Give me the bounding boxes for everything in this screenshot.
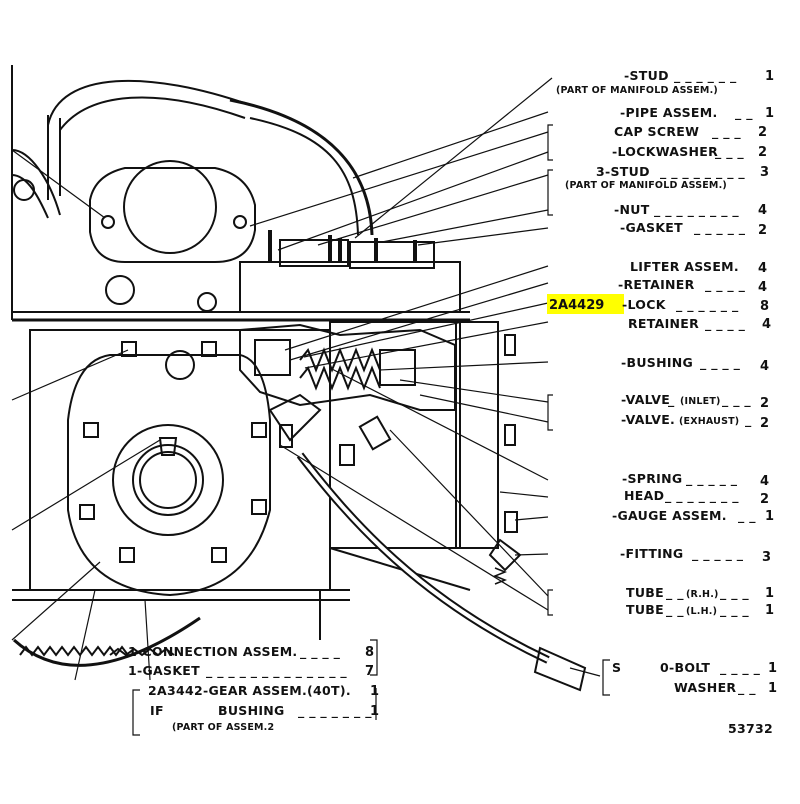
label-tube-rh: TUBE [626,585,664,600]
label-gear-assem: 2A3442-GEAR ASSEM.(40T). [148,683,351,698]
qty-pipe-assem: 1 [765,106,774,121]
label-valve-exhaust: -VALVE. [621,412,675,427]
leader-dashes: _ _ [735,105,753,121]
label-cap-screw: CAP SCREW [614,124,699,139]
note-bushing-lower: (PART OF ASSEM.2 [172,722,274,733]
leader-dashes: _ _ _ _ _ _ _ _ [660,164,745,180]
qty-bushing-lower: 1 [370,704,379,719]
leader-dashes: _ _ _ _ _ _ [676,297,739,313]
label-nut: -NUT [614,202,650,217]
qty-retainer-1: 4 [758,280,767,295]
label-lock-part-number: 2A4429 [549,298,604,313]
qty-head: 2 [760,492,769,507]
figure-number: 53732 [728,721,773,736]
leader-dashes: _ _ _ _ _ [694,220,746,236]
qty-fitting: 3 [762,550,771,565]
leader-dashes: _ [745,412,752,428]
label-valve-inlet: -VALVE [621,392,670,407]
qty-bolt: 1 [768,661,777,676]
leader-dashes: _ [668,392,675,408]
leader-dashes: _ _ _ _ [705,277,746,293]
qty-stud3: 3 [760,165,769,180]
qty-cap-screw: 2 [758,125,767,140]
qty-connection-assem: 8 [365,645,374,660]
qty-lockwasher: 2 [758,145,767,160]
label-lifter-assem: LIFTER ASSEM. [630,259,739,274]
label-bolt-prefix: S [612,660,621,675]
qty-lock: 8 [760,299,769,314]
label-bolt: 0-BOLT [660,660,710,675]
label-washer: WASHER [674,680,736,695]
leader-dashes: _ _ _ _ _ _ [674,68,737,84]
leader-dashes: _ _ _ _ [300,644,341,660]
qty-nut: 4 [758,203,767,218]
leader-dashes: _ _ _ _ _ [692,546,744,562]
qty-bushing: 4 [760,359,769,374]
qty-gear-assem: 1 [370,684,379,699]
label-head: HEAD [624,488,664,503]
part-number-highlight [547,294,624,314]
leader-dashes: _ _ _ _ _ _ _ [665,488,739,504]
label-bushing: -BUSHING [621,355,693,370]
leader-dashes: _ _ _ [722,392,751,408]
qty-gasket: 2 [758,223,767,238]
note-valve-inlet: (INLET) [680,396,721,407]
note-tube-lh: (L.H.) [686,606,717,617]
leader-dashes: _ _ _ [720,585,749,601]
leader-dashes: _ _ _ _ [700,355,741,371]
label-retainer-1: -RETAINER [618,277,695,292]
leader-dashes: _ _ [738,508,756,524]
qty-tube-rh: 1 [765,586,774,601]
label-spring: -SPRING [622,471,682,486]
leader-dashes: _ _ _ _ [705,316,746,332]
qty-valve-exhaust: 2 [760,416,769,431]
label-lockwasher: -LOCKWASHER [612,144,718,159]
label-bushing-lower-prefix: IF [150,703,164,718]
qty-gauge-assem: 1 [765,509,774,524]
label-fitting: -FITTING [620,546,684,561]
note-tube-rh: (R.H.) [686,589,719,600]
qty-stud: 1 [765,69,774,84]
leader-dashes: _ _ _ _ _ _ _ _ _ _ _ _ _ [206,663,347,679]
label-gasket: -GASKET [620,220,683,235]
leader-dashes: _ _ [666,585,684,601]
leader-dashes: _ _ _ _ _ _ _ _ [654,202,739,218]
label-tube-lh: TUBE [626,602,664,617]
label-gauge-assem: -GAUGE ASSEM. [612,508,727,523]
leader-lines [11,77,610,736]
qty-spring: 4 [760,474,769,489]
callout-labels: -STUD _ _ _ _ _ _ 1 (PART OF MANIFOLD AS… [128,68,777,736]
label-gasket-lower: 1-GASKET [128,663,200,678]
leader-dashes: _ _ [738,680,756,696]
leader-dashes: _ _ _ _ _ [686,471,738,487]
label-connection-assem: 1-CONNECTION ASSEM. [128,644,297,659]
qty-gasket-lower: 7 [365,664,374,679]
qty-valve-inlet: 2 [760,396,769,411]
label-lock: -LOCK [622,297,667,312]
leader-dashes: _ _ _ [712,124,741,140]
label-retainer-2: RETAINER [628,316,699,331]
label-stud3: 3-STUD [596,164,650,179]
leader-dashes: _ _ _ [715,144,744,160]
label-pipe-assem: -PIPE ASSEM. [620,105,718,120]
leader-dashes: _ _ _ [720,602,749,618]
leader-dashes: _ _ _ _ _ _ _ [298,703,372,719]
label-stud: -STUD [624,68,669,83]
qty-lifter-assem: 4 [758,261,767,276]
label-bushing-lower: BUSHING [218,703,285,718]
qty-washer: 1 [768,681,777,696]
note-stud: (PART OF MANIFOLD ASSEM.) [556,85,718,96]
leader-dashes: _ _ [666,602,684,618]
qty-retainer-2: 4 [762,317,771,332]
leader-dashes: _ _ _ _ [720,660,761,676]
engine-drawing [11,65,587,692]
qty-tube-lh: 1 [765,603,774,618]
note-valve-exhaust: (EXHAUST) [679,416,739,427]
note-stud3: (PART OF MANIFOLD ASSEM.) [565,180,727,191]
